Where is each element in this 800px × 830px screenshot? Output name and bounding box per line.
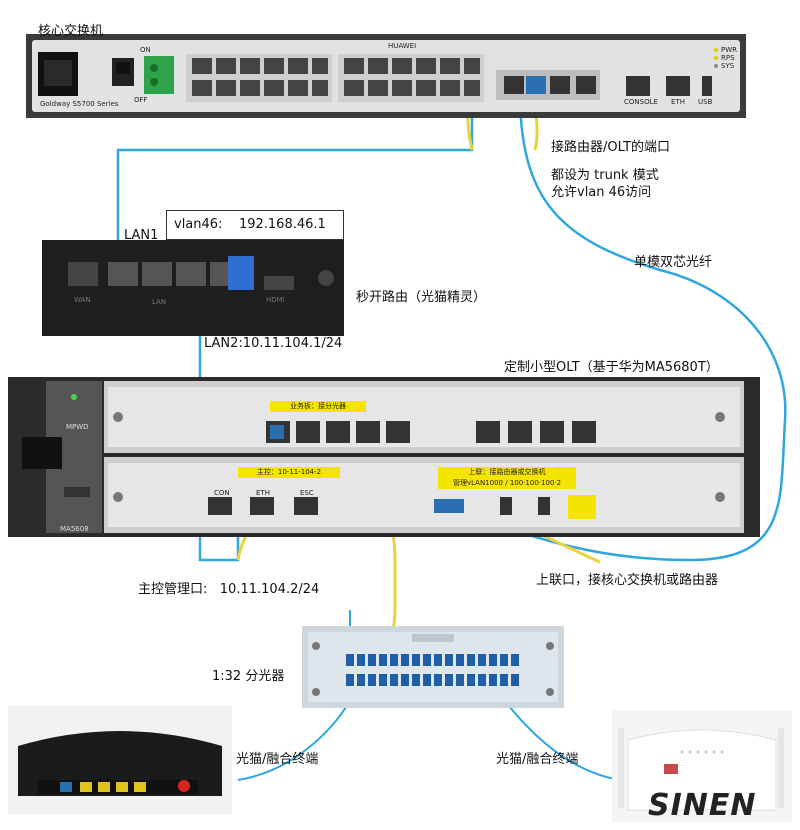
splitter-port [401,674,409,686]
splitter-port [500,674,508,686]
olt-title: 定制小型OLT（基于华为MA5680T） [504,360,719,375]
splitter-port [467,654,475,666]
splitter-chassis [302,626,564,708]
trunk-mode-label: 都设为 trunk 模式 [551,168,659,183]
olt-eth-label: ETH [256,489,270,497]
mgmt-port-label: 主控管理口: 10.11.104.2/24 [138,582,320,597]
splitter-port [401,654,409,666]
olt-esc-label: ESC [300,489,314,497]
splitter-port [379,674,387,686]
splitter-port [390,654,398,666]
splitter-port [478,674,486,686]
olt-psu-label: MPWD [66,423,89,431]
ont-right-chassis [612,710,792,822]
router-device: WAN LAN HDMI [42,240,344,336]
splitter-port [489,674,497,686]
single-mode-fiber-label: 单模双芯光纤 [634,255,713,270]
router-wan-label: WAN [74,296,91,304]
olt-ctrl-sticker: 主控：10-11-104-2 [238,467,340,478]
splitter-port [511,674,519,686]
router-lan-label: LAN [152,298,167,306]
switch-off-label: OFF [134,96,148,104]
vlan46-box [166,210,344,240]
olt-chassis [8,377,760,537]
splitter-port [456,654,464,666]
core-switch-chassis [26,34,746,118]
vlan46-label: vlan46: 192.168.46.1 [174,217,326,232]
splitter-label: 1:32 分光器 [212,669,285,684]
router-port-label: 接路由器/OLT的端口 [551,140,671,155]
switch-eth-label: ETH [671,98,685,106]
router-chassis [42,240,344,336]
splitter-port [390,674,398,686]
core-switch: HUAWEI Goldway S5700 Series ON OFF CONSO… [26,34,746,118]
switch-brand: HUAWEI [388,42,417,50]
splitter-port [379,654,387,666]
splitter-port [467,674,475,686]
splitter-port [368,654,376,666]
splitter-port [346,674,354,686]
switch-sys-label: SYS [721,62,735,70]
lan1-label: LAN1 [124,228,159,243]
olt-device: 业务板：接分光器 主控：10-11-104-2 上联：接路由器或交换机 管理vL… [8,377,760,537]
splitter-port [423,654,431,666]
splitter-port [434,654,442,666]
olt-uplink-sticker-line1: 上联：接路由器或交换机 [438,467,576,478]
switch-rps-label: RPS [721,54,735,62]
splitter-port [445,654,453,666]
splitter-port [412,674,420,686]
splitter-port [357,674,365,686]
splitter-port [357,654,365,666]
core-switch-title: 核心交换机 [38,24,104,39]
switch-pwr-label: PWR [721,46,738,54]
switch-model: Goldway S5700 Series [40,100,119,108]
uplink-label: 上联口，接核心交换机或路由器 [536,573,719,588]
router-hdmi-label: HDMI [266,296,285,304]
ont-right-device [612,710,792,822]
splitter-port [489,654,497,666]
fiber-to-left-ont [237,699,351,781]
splitter-port [445,674,453,686]
splitter-port [511,654,519,666]
olt-con-label: CON [214,489,230,497]
ont-right-label: 光猫/融合终端 [496,752,579,767]
splitter-port [368,674,376,686]
ont-left-chassis [8,706,232,814]
ont-left-device [8,706,232,814]
splitter-port [434,674,442,686]
lan2-label: LAN2:10.11.104.1/24 [204,336,343,351]
olt-uplink-sticker-line2: 管理vLAN1000 / 100·100·100·2 [438,478,576,489]
switch-usb-label: USB [698,98,713,106]
splitter-device [302,626,564,708]
ont-left-label: 光猫/融合终端 [236,752,319,767]
splitter-port [478,654,486,666]
switch-console-label: CONSOLE [624,98,658,106]
splitter-port [423,674,431,686]
switch-on-label: ON [140,46,151,54]
splitter-port [456,674,464,686]
router-title: 秒开路由（光猫精灵） [356,290,487,305]
sinen-watermark: SINEN [648,788,757,823]
olt-card-sticker: 业务板：接分光器 [270,401,366,412]
olt-model-label: MA5608 [60,525,89,533]
vlan-allow-label: 允许vlan 46访问 [551,185,652,200]
splitter-port [500,654,508,666]
splitter-port [346,654,354,666]
splitter-port [412,654,420,666]
